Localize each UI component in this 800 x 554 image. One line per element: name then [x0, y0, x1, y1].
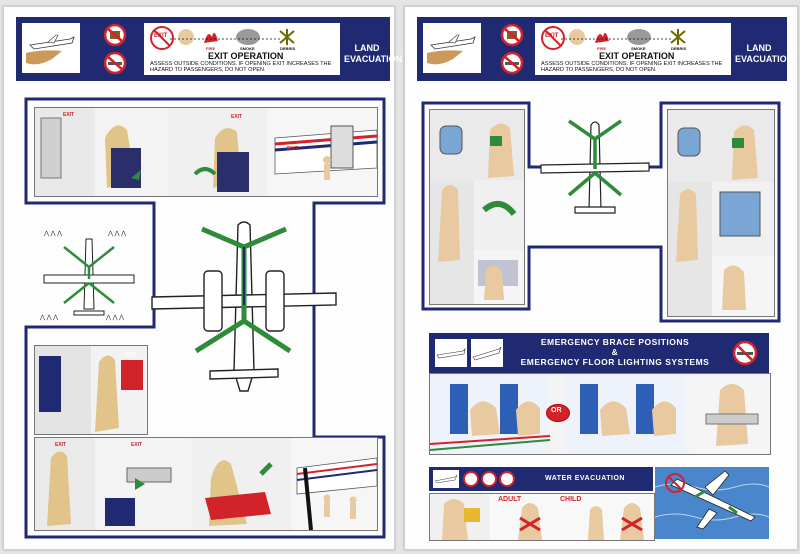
brace-title-line2: & — [611, 347, 619, 357]
exit-operation-box: EXIT FIRE SMOKE DEBRIS EXIT OPERATION AS… — [535, 23, 731, 75]
hazard-debris-label: DEBRIS — [671, 46, 687, 51]
center-plane-exit-diagram — [540, 119, 650, 214]
small-plane-exit-diagram: ⋀ ⋀ ⋀ ⋀ ⋀ ⋀ ⋀ ⋀ ⋀ ⋀ ⋀ ⋀ — [39, 230, 135, 321]
ditching-panel — [654, 467, 770, 539]
right-route-outline — [421, 101, 781, 323]
svg-text:⋀ ⋀ ⋀: ⋀ ⋀ ⋀ — [43, 230, 62, 237]
hazard-smoke-label: SMOKE — [631, 46, 646, 51]
exit-sign-1: EXIT — [63, 112, 75, 118]
svg-text:⋀ ⋀ ⋀: ⋀ ⋀ ⋀ — [39, 314, 58, 321]
hazard-fire-label: FIRE — [206, 46, 216, 51]
plane-on-ground-icon — [22, 23, 80, 73]
exit-word: EXIT — [154, 33, 168, 39]
small-planes-icon — [435, 339, 503, 367]
life-vest-panels: ADULT CHILD — [429, 493, 655, 541]
child-label: CHILD — [560, 496, 582, 503]
land-evacuation-title: LAND EVACUATION — [735, 43, 794, 64]
no-baggage-icon — [102, 23, 128, 47]
land-evacuation-title: LAND EVACUATION — [344, 43, 403, 64]
left-route-outline — [24, 97, 386, 539]
right-header-bar: EXIT FIRE SMOKE DEBRIS EXIT OPERATION AS… — [417, 17, 794, 81]
large-plane-exit-diagram — [151, 221, 337, 392]
exit-sign-2: EXIT — [231, 114, 243, 120]
exit-operation-description: ASSESS OUTSIDE CONDITIONS. IF OPENING EX… — [541, 61, 723, 74]
over-wing-exit-panels: EXIT — [34, 345, 148, 435]
left-window-exit-panels — [429, 109, 525, 305]
exit-operation-description: ASSESS OUTSIDE CONDITIONS. IF OPENING EX… — [150, 61, 332, 74]
exit-operation-title: EXIT OPERATION — [208, 51, 284, 61]
svg-text:⋀ ⋀ ⋀: ⋀ ⋀ ⋀ — [107, 230, 126, 237]
right-window-exit-panels — [667, 109, 775, 317]
hazard-fire-label: FIRE — [597, 46, 607, 51]
brace-positions-panels: OR — [429, 373, 771, 455]
or-label: OR — [551, 407, 562, 414]
door-opening-panels: EXIT EXIT EXIT — [34, 107, 378, 197]
svg-text:⋀ ⋀ ⋀: ⋀ ⋀ ⋀ — [105, 314, 124, 321]
brace-title-line1: EMERGENCY BRACE POSITIONS — [540, 337, 690, 347]
left-header-bar: EXIT FIRE SMOKE DEBRIS EXIT OPERATION AS… — [16, 17, 403, 81]
exit-operation-box: EXIT FIRE SMOKE DEBRIS EXIT OPERATION AS… — [144, 23, 340, 75]
exit-sign-5: EXIT — [55, 442, 67, 448]
brace-section-header: EMERGENCY BRACE POSITIONS & EMERGENCY FL… — [429, 333, 769, 373]
no-smoking-icon — [732, 340, 758, 366]
hazard-debris-label: DEBRIS — [280, 46, 296, 51]
water-section-header: WATER EVACUATION — [429, 467, 653, 491]
water-evacuation-title: WATER EVACUATION — [545, 475, 625, 482]
plane-on-ground-icon — [423, 23, 481, 73]
adult-label: ADULT — [498, 496, 522, 503]
no-baggage-icon — [499, 23, 525, 47]
exit-operation-title: EXIT OPERATION — [599, 51, 675, 61]
hazard-smoke-label: SMOKE — [240, 46, 255, 51]
no-smoking-icon — [102, 51, 128, 75]
exit-sign-3: EXIT — [287, 146, 299, 152]
exit-sign-4: EXIT — [125, 352, 137, 358]
right-card-page: EXIT FIRE SMOKE DEBRIS EXIT OPERATION AS… — [404, 6, 798, 550]
water-header-icons — [433, 470, 515, 488]
slide-evacuation-panels: EXIT EXIT — [34, 437, 378, 531]
brace-title-line3: EMERGENCY FLOOR LIGHTING SYSTEMS — [520, 357, 710, 367]
exit-sign-6: EXIT — [131, 442, 143, 448]
left-card-page: EXIT FIRE SMOKE DEBRIS EXIT OPERATION AS… — [3, 6, 403, 550]
or-badge — [546, 404, 570, 422]
exit-word: EXIT — [545, 33, 559, 39]
no-smoking-icon — [499, 51, 525, 75]
